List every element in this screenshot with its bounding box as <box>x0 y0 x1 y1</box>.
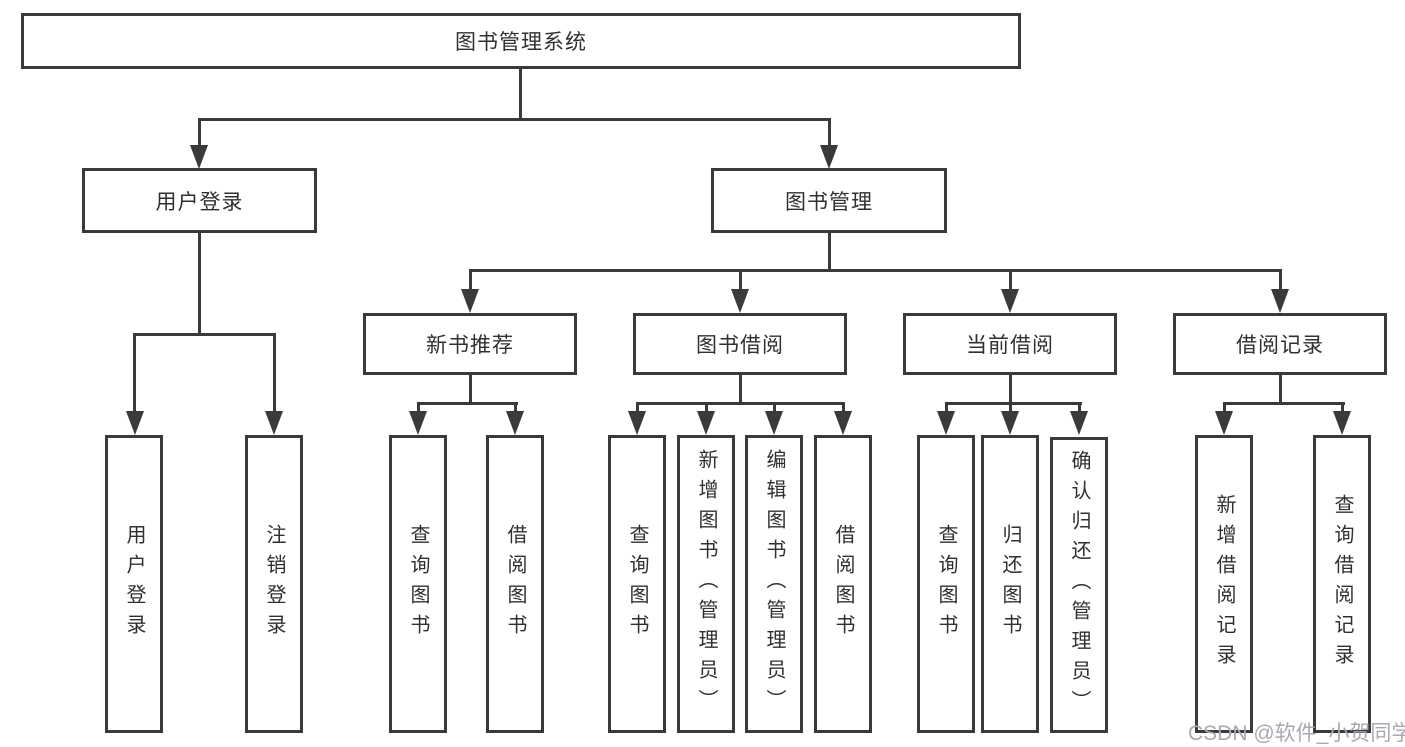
leaf-label: 查询借阅记录 <box>1331 494 1353 674</box>
node-new-book-recommend: 新书推荐 <box>363 313 577 375</box>
arrow-down-icon <box>265 411 283 435</box>
leaf-confirm-return-admin: 确认归还（管理员） <box>1050 437 1108 733</box>
connector-line <box>828 231 831 272</box>
connector-line <box>198 231 201 336</box>
arrow-down-icon <box>834 411 852 435</box>
arrow-down-icon <box>409 411 427 435</box>
arrow-down-icon <box>126 411 144 435</box>
arrow-down-icon <box>461 289 479 313</box>
connector-line <box>828 118 831 148</box>
arrow-down-icon <box>765 411 783 435</box>
arrow-down-icon <box>628 411 646 435</box>
leaf-label: 借阅图书 <box>832 524 854 644</box>
connector-line <box>198 118 201 148</box>
leaf-query-books-3: 查询图书 <box>917 435 975 733</box>
connector-line <box>945 402 1082 405</box>
connector-line <box>1279 269 1282 293</box>
arrow-down-icon <box>1001 411 1019 435</box>
connector-line <box>1223 402 1226 415</box>
connector-line <box>469 269 1282 272</box>
connector-line <box>198 118 831 121</box>
node-current-borrowing: 当前借阅 <box>903 313 1117 375</box>
arrow-down-icon <box>731 289 749 313</box>
leaf-label: 查询图书 <box>626 524 648 644</box>
connector-line <box>1279 373 1282 405</box>
leaf-label: 用户登录 <box>123 524 145 644</box>
connector-line <box>636 402 845 405</box>
arrow-down-icon <box>190 145 208 169</box>
connector-line <box>1078 402 1081 415</box>
arrow-down-icon <box>937 411 955 435</box>
connector-line <box>1009 373 1012 405</box>
connector-line <box>469 269 472 293</box>
connector-line <box>417 402 518 405</box>
connector-line <box>133 333 136 415</box>
leaf-add-books-admin: 新增图书（管理员） <box>677 435 735 733</box>
connector-line <box>519 68 522 121</box>
connector-line <box>133 333 276 336</box>
leaf-label: 查询图书 <box>407 524 429 644</box>
arrow-down-icon <box>1333 411 1351 435</box>
leaf-label: 借阅图书 <box>504 524 526 644</box>
arrow-down-icon <box>1215 411 1233 435</box>
node-label: 用户登录 <box>155 190 244 214</box>
connector-line <box>636 402 639 415</box>
node-borrowing-records: 借阅记录 <box>1173 313 1387 375</box>
connector-line <box>739 373 742 405</box>
connector-line <box>739 269 742 293</box>
watermark: CSDN @软件_小贺同学 <box>1188 722 1405 745</box>
node-label: 借阅记录 <box>1236 334 1324 357</box>
node-library-management-system: 图书管理系统 <box>21 13 1021 69</box>
node-label: 新书推荐 <box>426 334 514 357</box>
node-book-management: 图书管理 <box>711 168 947 233</box>
connector-line <box>469 373 472 405</box>
arrow-down-icon <box>697 411 715 435</box>
leaf-query-books: 查询图书 <box>389 435 447 733</box>
leaf-edit-books-admin: 编辑图书（管理员） <box>745 435 803 733</box>
leaf-borrow-books: 借阅图书 <box>486 435 544 733</box>
leaf-label: 查询图书 <box>935 524 957 644</box>
arrow-down-icon <box>1271 289 1289 313</box>
connector-line <box>417 402 420 415</box>
leaf-logout-login: 注销登录 <box>245 435 303 733</box>
connector-line <box>842 402 845 415</box>
leaf-query-books-2: 查询图书 <box>608 435 666 733</box>
leaf-label: 归还图书 <box>999 524 1021 644</box>
leaf-label: 确认归还（管理员） <box>1068 450 1090 720</box>
arrow-down-icon <box>1001 289 1019 313</box>
node-label: 图书管理 <box>785 190 873 214</box>
arrow-down-icon <box>1070 411 1088 435</box>
arrow-down-icon <box>820 145 838 169</box>
connector-line <box>773 402 776 415</box>
connector-line <box>945 402 948 415</box>
node-label: 当前借阅 <box>966 334 1054 357</box>
connector-line <box>1341 402 1344 415</box>
leaf-borrow-books-2: 借阅图书 <box>814 435 872 733</box>
arrow-down-icon <box>506 411 524 435</box>
leaf-user-login: 用户登录 <box>105 435 163 733</box>
leaf-add-borrow-record: 新增借阅记录 <box>1195 435 1253 733</box>
connector-line <box>1009 402 1012 415</box>
node-user-login: 用户登录 <box>82 168 317 233</box>
leaf-label: 新增借阅记录 <box>1213 494 1235 674</box>
leaf-label: 新增图书（管理员） <box>695 449 717 719</box>
connector-line <box>514 402 517 415</box>
connector-line <box>273 333 276 415</box>
node-label: 图书借阅 <box>696 334 784 357</box>
leaf-return-books: 归还图书 <box>981 435 1039 733</box>
leaf-label: 注销登录 <box>263 524 285 644</box>
connector-line <box>1223 402 1345 405</box>
connector-line <box>705 402 708 415</box>
node-book-borrowing: 图书借阅 <box>633 313 847 375</box>
connector-line <box>1009 269 1012 293</box>
leaf-query-borrow-record: 查询借阅记录 <box>1313 435 1371 733</box>
node-label: 图书管理系统 <box>455 31 587 54</box>
leaf-label: 编辑图书（管理员） <box>763 449 785 719</box>
